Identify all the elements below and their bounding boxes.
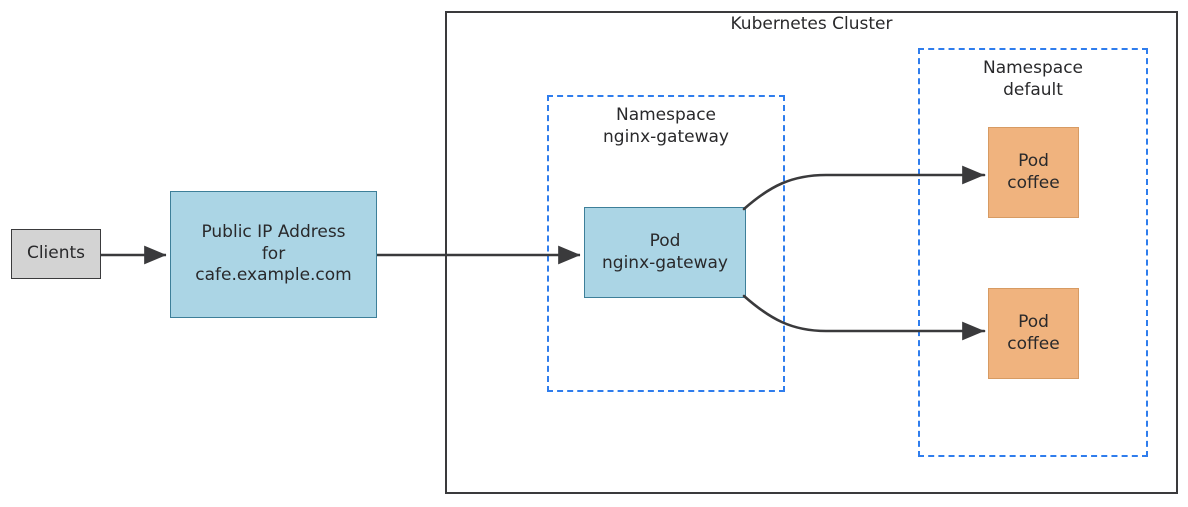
node-public-ip-address: Public IP Address for cafe.example.com — [170, 191, 377, 318]
kubernetes-cluster-label: Kubernetes Cluster — [730, 14, 893, 34]
namespace-default-label: Namespace default — [982, 58, 1084, 101]
namespace-nginx-gateway-container — [547, 95, 785, 392]
node-pod-nginx-gateway: Pod nginx-gateway — [584, 207, 746, 298]
kubernetes-cluster-container — [445, 11, 1178, 494]
node-pod-coffee-top: Pod coffee — [988, 127, 1079, 218]
node-clients: Clients — [11, 229, 101, 279]
namespace-nginx-gateway-label: Namespace nginx-gateway — [603, 105, 729, 148]
node-pod-coffee-bottom: Pod coffee — [988, 288, 1079, 379]
namespace-default-container — [918, 48, 1148, 457]
